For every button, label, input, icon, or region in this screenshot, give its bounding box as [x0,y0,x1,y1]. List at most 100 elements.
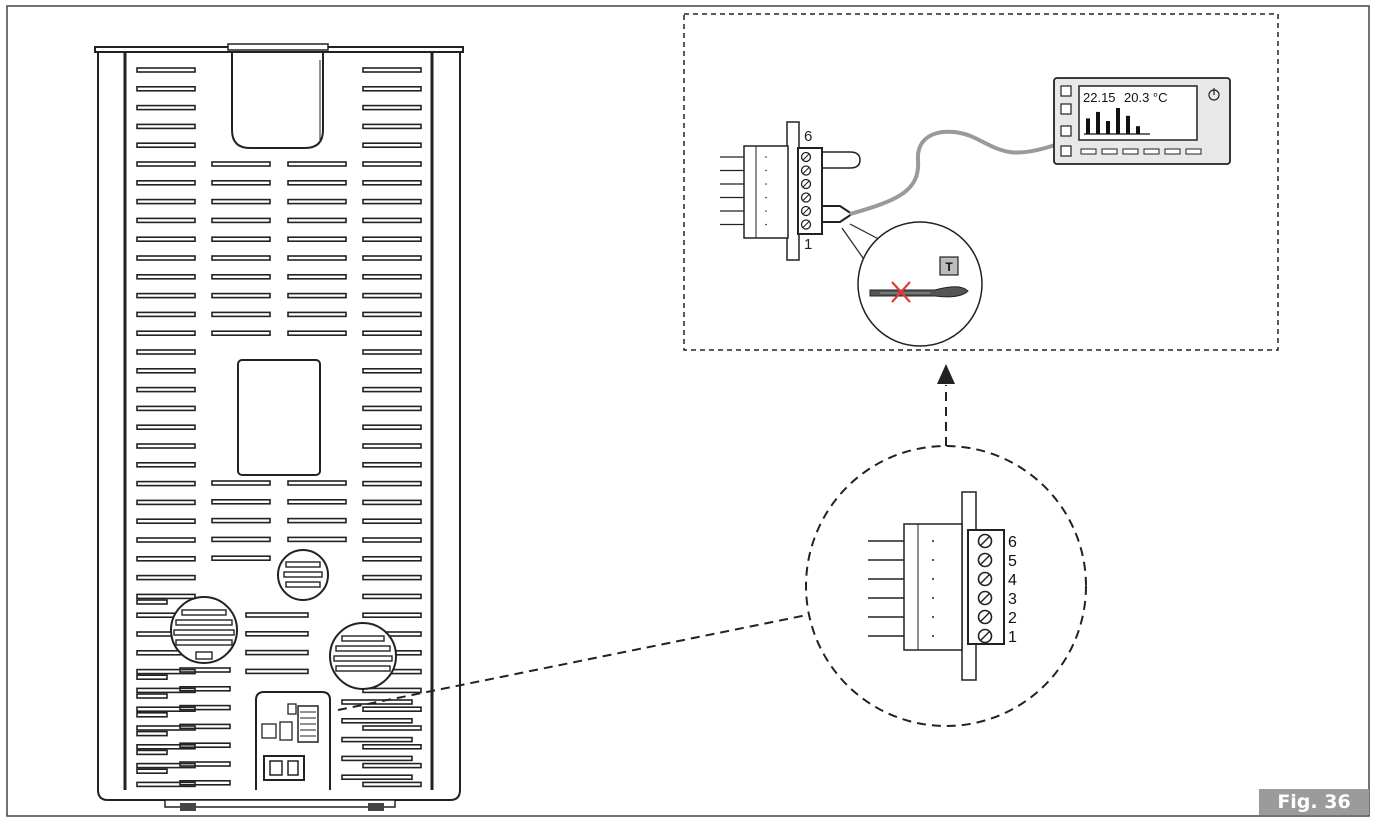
vent-slot [136,67,196,73]
vent-slot [362,142,422,148]
vent-slot [362,123,422,130]
vent-slot [362,255,422,261]
vent-slot [287,161,347,167]
vent-slot [211,292,271,299]
vent-slot [136,217,196,224]
vent-slot [136,161,196,167]
vent-slot [179,685,231,692]
vent-slot [362,687,422,694]
vent-slot [362,612,422,619]
vent-slot [287,198,347,205]
vent-slot [136,142,196,148]
vent-slot [362,236,422,242]
vent-slot [136,273,196,280]
vent-slot [362,537,422,543]
terminal-dot [932,540,934,542]
vent-slot [341,774,413,781]
vent-slot [362,593,422,600]
thermostat-key-3 [1060,125,1072,137]
vent-slot [362,518,422,525]
vent-slot [362,86,422,92]
figure-label: Fig. 36 [1259,789,1369,815]
vent-slot [136,180,196,186]
vent-slot [211,555,271,562]
vent-slot [211,498,271,505]
vent-slot [362,67,422,73]
bar-mark [1136,126,1140,134]
vent-slot [136,461,196,468]
bar-mark [1126,115,1130,134]
vent-slot [136,711,168,718]
vent-slot [136,555,196,562]
air-intake-left [170,596,238,664]
temperature-probe [869,286,969,298]
thermostat-key-2 [1060,103,1072,115]
vent-slot [362,330,422,337]
zoom-leader-line [337,613,813,711]
access-panel [237,359,321,476]
terminal-dot [932,635,934,637]
thermostat-reading-2: 20.3 °C [1124,90,1168,105]
terminal-screw [977,552,993,568]
vent-slot [362,706,422,713]
terminal-label-top: 6 [804,128,812,145]
vent-slot [287,273,347,280]
vent-slot [341,717,413,724]
vent-slot [362,198,422,205]
vent-slot [362,405,422,412]
vent-slot [179,779,231,786]
vent-slot [341,736,413,743]
vent-slot [287,292,347,299]
thermostat-key [1164,148,1181,155]
terminal-screw [800,151,812,163]
vent-slot [136,730,168,737]
vent-slot [136,424,196,431]
stove-rear-view [94,43,464,811]
probe-badge [939,256,959,276]
vent-slot [211,273,271,280]
vent-slot [211,161,271,167]
terminal-dot [765,156,767,158]
vent-slot [362,443,422,449]
page-frame [6,5,1370,817]
vent-slot [136,292,196,299]
vent-slot [362,762,422,769]
vent-slot [362,781,422,788]
vent-slot [362,386,422,393]
thermostat-key [1080,148,1097,155]
air-intake-right [329,622,397,690]
vent-slot [136,693,168,699]
flue-outlet [231,52,324,149]
vent-slot [211,311,271,318]
vent-slot [362,555,422,562]
vent-slot [287,180,347,186]
vent-slot [362,725,422,731]
power-icon [1208,88,1220,101]
vent-slot [136,86,196,92]
vent-slot [287,236,347,242]
terminal-screw [800,205,812,217]
terminal-screw [800,178,812,190]
vent-slot [287,517,347,524]
vent-slot [136,255,196,261]
vent-slot [179,742,231,749]
vent-slot [245,668,309,675]
vent-slot [136,499,196,506]
vent-slot [287,498,347,505]
terminal-dot [765,210,767,212]
terminal-number: 3 [1008,591,1017,608]
vent-slot [136,330,196,337]
vent-slot [136,367,196,374]
vent-slot [211,330,271,337]
vent-slot [136,405,196,412]
vent-slot [341,755,413,762]
vent-slot [245,612,309,618]
vent-slot [362,424,422,431]
zoom-arrow-head [937,364,955,384]
bar-mark [1086,118,1090,134]
terminal-screw [800,219,812,230]
vent-slot [136,349,196,355]
terminal-number: 1 [1008,629,1017,646]
